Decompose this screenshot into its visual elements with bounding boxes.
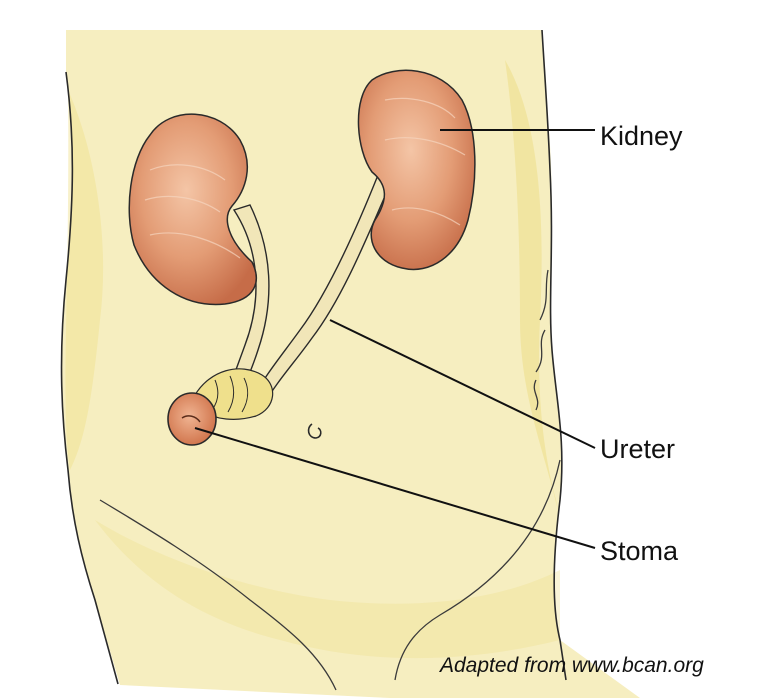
kidney-label: Kidney	[600, 123, 683, 150]
source-credit: Adapted from www.bcan.org	[440, 655, 704, 676]
stoma-label: Stoma	[600, 538, 678, 565]
stoma	[168, 393, 216, 445]
ureter-label: Ureter	[600, 436, 675, 463]
